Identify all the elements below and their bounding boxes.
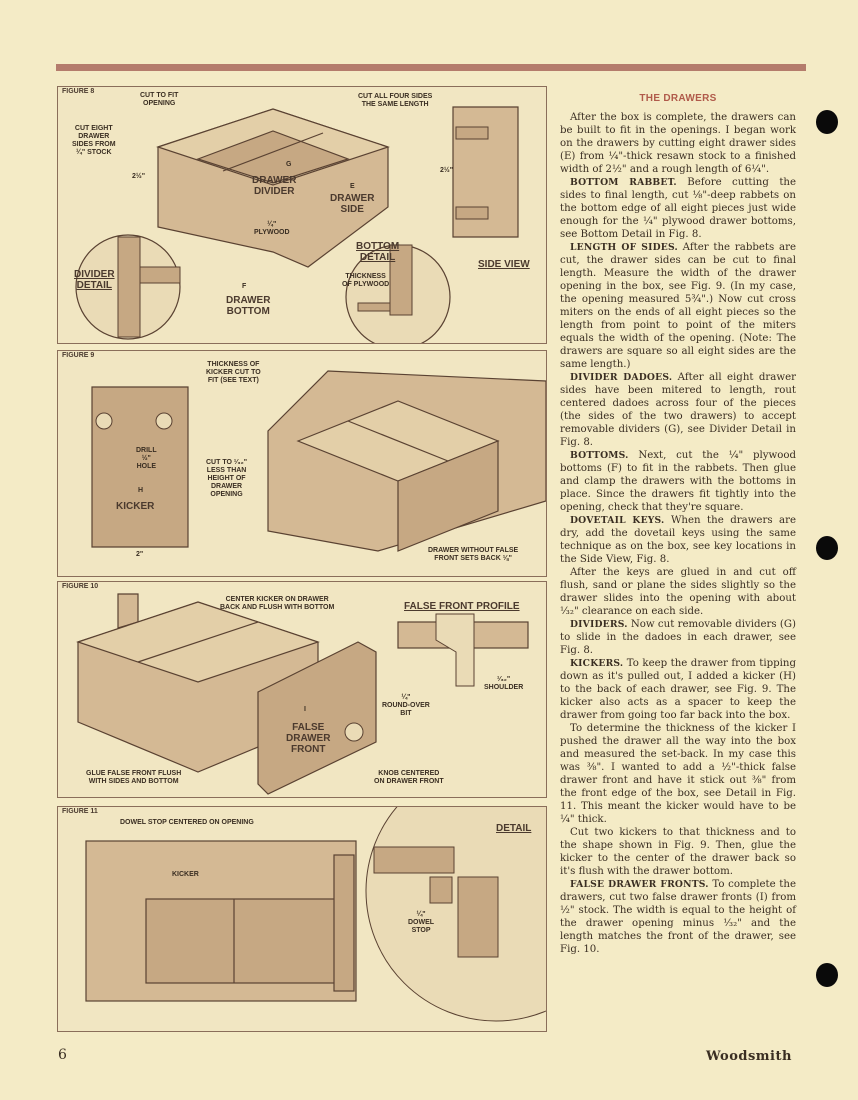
paragraph: FALSE DRAWER FRONTS. To complete the dra… <box>560 878 796 956</box>
binder-hole <box>816 536 838 560</box>
paragraph-text: Before cutting the sides to final length… <box>560 177 796 240</box>
part-marker: G <box>286 161 292 168</box>
callout: KNOB CENTERED ON DRAWER FRONT <box>374 770 444 785</box>
paragraph-lead: DIVIDER DADOES. <box>570 372 673 383</box>
paragraph-lead: LENGTH OF SIDES. <box>570 242 678 253</box>
part-marker: I <box>304 706 306 713</box>
paragraph: Cut two kickers to that thickness and to… <box>560 826 796 878</box>
callout: ¼" DOWEL STOP <box>408 911 435 934</box>
binder-hole <box>816 110 838 134</box>
figure-label: FIGURE 10 <box>62 583 99 590</box>
callout: GLUE FALSE FRONT FLUSH WITH SIDES AND BO… <box>86 770 182 785</box>
figure-10: FIGURE 10 CENTER KICKER ON DRAWER BACK A… <box>57 581 547 798</box>
callout: CUT TO ¹⁄₃₂" LESS THAN HEIGHT OF DRAWER … <box>206 459 248 498</box>
figure-11-drawing <box>85 807 546 1022</box>
callout: DRILL ½" HOLE <box>136 447 157 470</box>
paragraph: LENGTH OF SIDES. After the rabbets are c… <box>560 241 796 371</box>
paragraph-text: Next, cut the ¼" plywood bottoms (F) to … <box>560 450 796 513</box>
figure-9: FIGURE 9 THICKNESS OF KICKER CUT TO FIT … <box>57 350 547 577</box>
paragraph: DIVIDER DADOES. After all eight drawer s… <box>560 371 796 449</box>
paragraph: DIVIDERS. Now cut removable dividers (G)… <box>560 618 796 657</box>
figure-label: FIGURE 11 <box>62 808 98 815</box>
paragraph-lead: BOTTOMS. <box>570 450 629 461</box>
figure-8-drawing <box>75 106 519 343</box>
paragraph-text: To determine the thickness of the kicker… <box>560 723 796 825</box>
binder-hole <box>816 963 838 987</box>
profile-title: FALSE FRONT PROFILE <box>404 601 520 612</box>
part-marker: F <box>242 283 247 290</box>
dimension: 2" <box>136 551 144 558</box>
article-body: After the box is complete, the drawers c… <box>560 111 796 956</box>
part-label: DRAWER BOTTOM <box>226 295 271 317</box>
callout: KICKER <box>172 871 199 878</box>
view-title: SIDE VIEW <box>478 259 530 270</box>
dimension: 2½" <box>132 173 146 180</box>
paragraph: To determine the thickness of the kicker… <box>560 722 796 826</box>
figure-11: FIGURE 11 DOWEL STOP CENTERED ON OPENING… <box>57 806 547 1032</box>
callout: ¼" ROUND-OVER BIT <box>382 694 430 717</box>
figure-8: FIGURE 8 CUT TO FIT OPENING CUT ALL FOUR… <box>57 86 547 344</box>
paragraph-text: To keep the drawer from tipping down as … <box>560 658 796 721</box>
part-label: DRAWER SIDE <box>330 193 375 215</box>
detail-title: BOTTOM DETAIL <box>356 241 400 263</box>
paragraph-lead: BOTTOM RABBET. <box>570 177 677 188</box>
paragraph: After the keys are glued in and cut off … <box>560 566 796 618</box>
paragraph-text: After all eight drawer sides have been m… <box>560 372 796 448</box>
figure-label: FIGURE 8 <box>62 88 95 95</box>
paragraph-lead: FALSE DRAWER FRONTS. <box>570 879 709 890</box>
callout: ¼" PLYWOOD <box>254 221 290 236</box>
page-number: 6 <box>58 1047 67 1063</box>
paragraph-text: Now cut removable dividers (G) to slide … <box>560 619 796 656</box>
article-heading: THE DRAWERS <box>639 93 717 104</box>
paragraph: KICKERS. To keep the drawer from tipping… <box>560 657 796 722</box>
top-rule <box>56 64 806 71</box>
paragraph-lead: DIVIDERS. <box>570 619 628 630</box>
callout: DRAWER WITHOUT FALSE FRONT SETS BACK ⅛" <box>428 547 519 562</box>
article-column: THE DRAWERS After the box is complete, t… <box>560 93 796 956</box>
dimension: 2½" <box>440 167 454 174</box>
paragraph-text: After the keys are glued in and cut off … <box>560 567 796 617</box>
paragraph-text: When the drawers are dry, add the doveta… <box>560 515 797 565</box>
paragraph-text: Cut two kickers to that thickness and to… <box>560 827 796 877</box>
callout: CENTER KICKER ON DRAWER BACK AND FLUSH W… <box>220 596 335 611</box>
paragraph: BOTTOM RABBET. Before cutting the sides … <box>560 176 796 241</box>
paragraph-text: To complete the drawers, cut two false d… <box>560 879 796 955</box>
figure-label: FIGURE 9 <box>62 352 95 359</box>
paragraph-text: After the rabbets are cut, the drawer si… <box>560 242 796 370</box>
paragraph: After the box is complete, the drawers c… <box>560 111 796 176</box>
paragraph: BOTTOMS. Next, cut the ¼" plywood bottom… <box>560 449 796 514</box>
callout: DOWEL STOP CENTERED ON OPENING <box>120 819 254 826</box>
magazine-brand: Woodsmith <box>706 1049 792 1064</box>
callout: CUT ALL FOUR SIDES THE SAME LENGTH <box>358 93 433 108</box>
callout: THICKNESS OF PLYWOOD <box>342 273 390 288</box>
callout: CUT EIGHT DRAWER SIDES FROM ¼" STOCK <box>72 125 116 156</box>
paragraph-lead: DOVETAIL KEYS. <box>570 515 665 526</box>
paragraph-lead: KICKERS. <box>570 658 624 669</box>
paragraph-text: After the box is complete, the drawers c… <box>560 112 796 175</box>
part-label: DRAWER DIVIDER <box>252 175 297 197</box>
detail-title: DIVIDER DETAIL <box>74 269 115 291</box>
callout: THICKNESS OF KICKER CUT TO FIT (SEE TEXT… <box>206 361 261 384</box>
part-marker: E <box>350 183 355 190</box>
callout: CUT TO FIT OPENING <box>140 92 179 107</box>
callout: ¹⁄₃₂" SHOULDER <box>484 676 524 691</box>
part-marker: H <box>138 487 144 494</box>
figure-10-drawing <box>76 593 529 795</box>
part-label: KICKER <box>116 501 155 512</box>
figure-9-drawing <box>91 370 546 552</box>
paragraph: DOVETAIL KEYS. When the drawers are dry,… <box>560 514 796 566</box>
part-label: FALSE DRAWER FRONT <box>286 722 331 755</box>
detail-title: DETAIL <box>496 823 532 834</box>
